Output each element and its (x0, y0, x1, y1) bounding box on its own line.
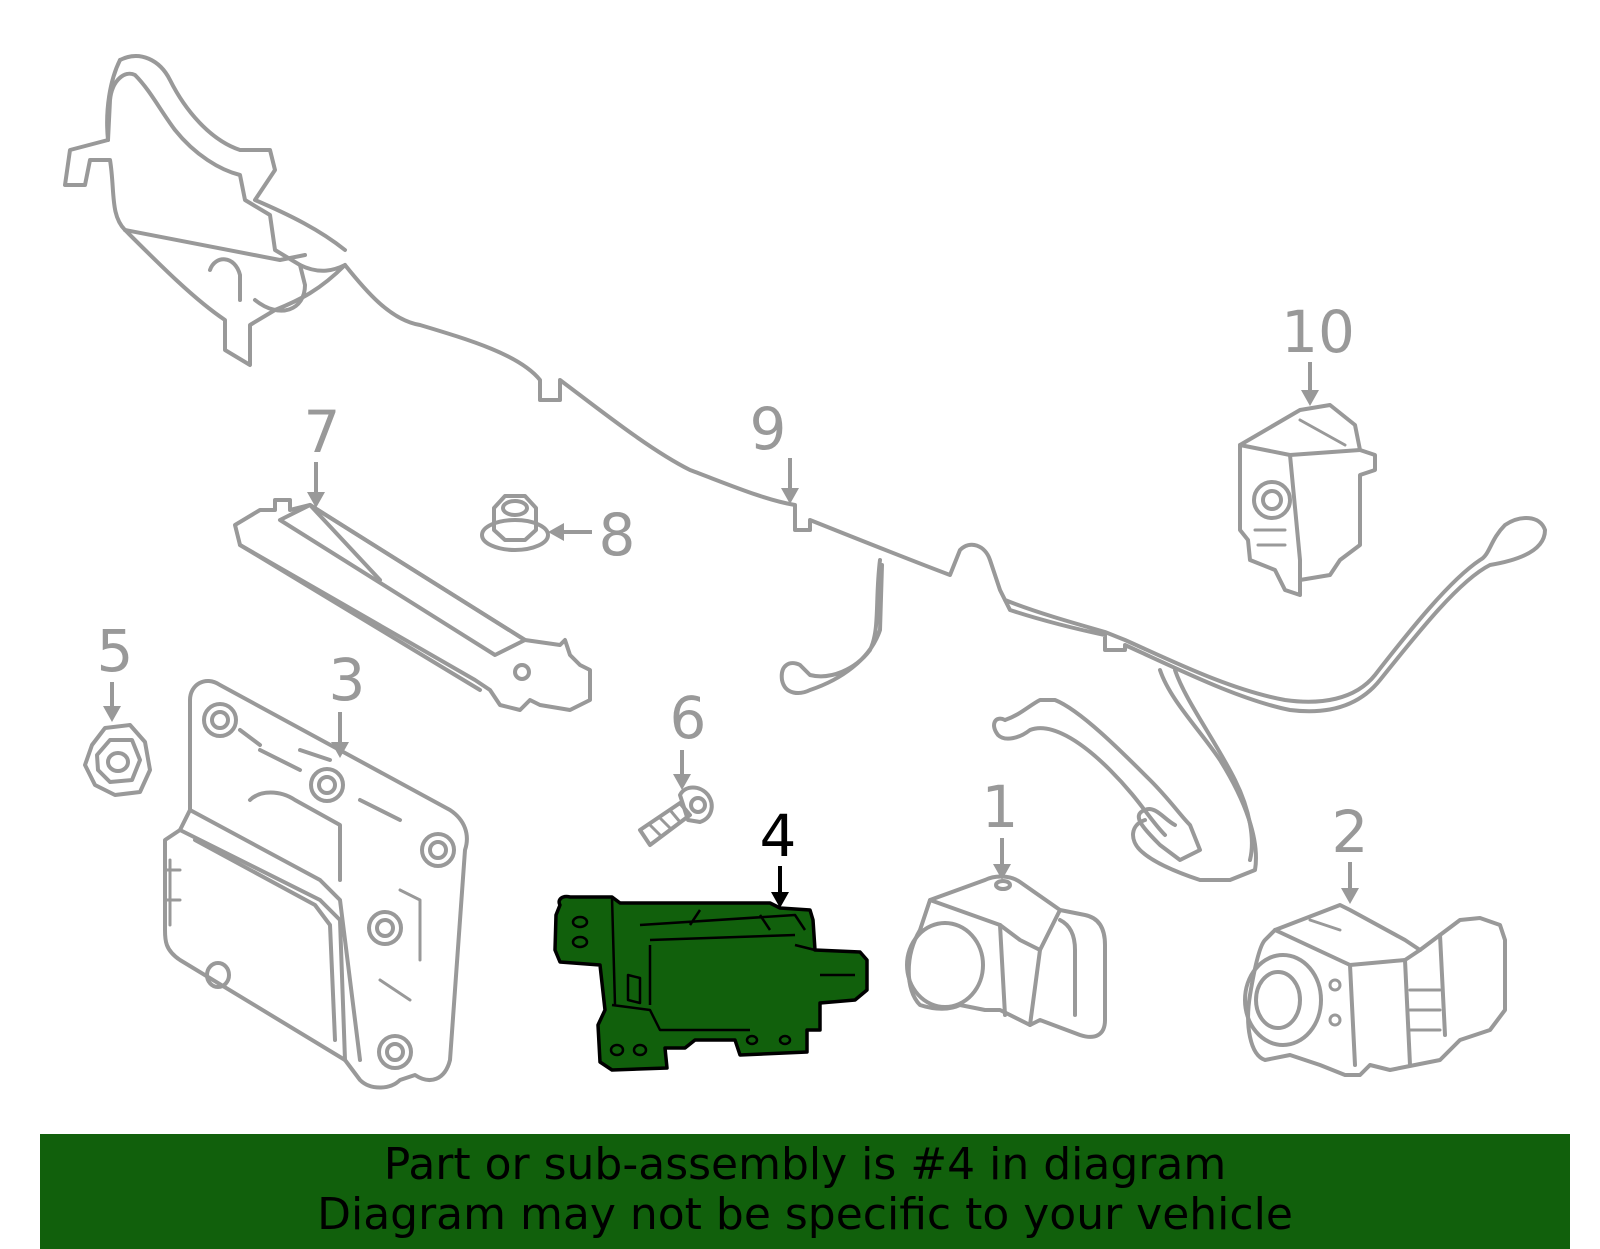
part-10-sensor[interactable] (1238, 403, 1377, 597)
callout-9: 9 (750, 395, 787, 463)
callout-5: 5 (97, 617, 134, 685)
info-banner: Part or sub-assembly is #4 in diagram Di… (40, 1134, 1570, 1249)
parts-diagram: 9 10 7 8 5 (63, 54, 1547, 1090)
part-1-parking-sensor[interactable] (905, 874, 1107, 1039)
callout-3: 3 (329, 646, 366, 714)
banner-line-2: Diagram may not be specific to your vehi… (317, 1189, 1293, 1240)
part-4-bracket-highlighted[interactable] (553, 894, 869, 1072)
part-6-screw[interactable] (638, 785, 714, 847)
callout-10: 10 (1281, 298, 1355, 366)
callout-6: 6 (670, 684, 707, 752)
part-7-bracket[interactable] (233, 498, 592, 712)
banner-line-1: Part or sub-assembly is #4 in diagram (383, 1139, 1227, 1190)
part-8-nut[interactable] (480, 494, 550, 552)
part-2-parking-sensor[interactable] (1243, 903, 1507, 1077)
part-3-module[interactable] (163, 679, 469, 1090)
callout-7: 7 (304, 398, 341, 466)
callout-8: 8 (599, 501, 636, 569)
part-5-nut[interactable] (83, 723, 152, 797)
callout-4: 4 (760, 802, 797, 870)
callout-1: 1 (982, 773, 1019, 841)
callout-2: 2 (1332, 798, 1369, 866)
part-9-wiring-harness[interactable] (63, 54, 1547, 882)
